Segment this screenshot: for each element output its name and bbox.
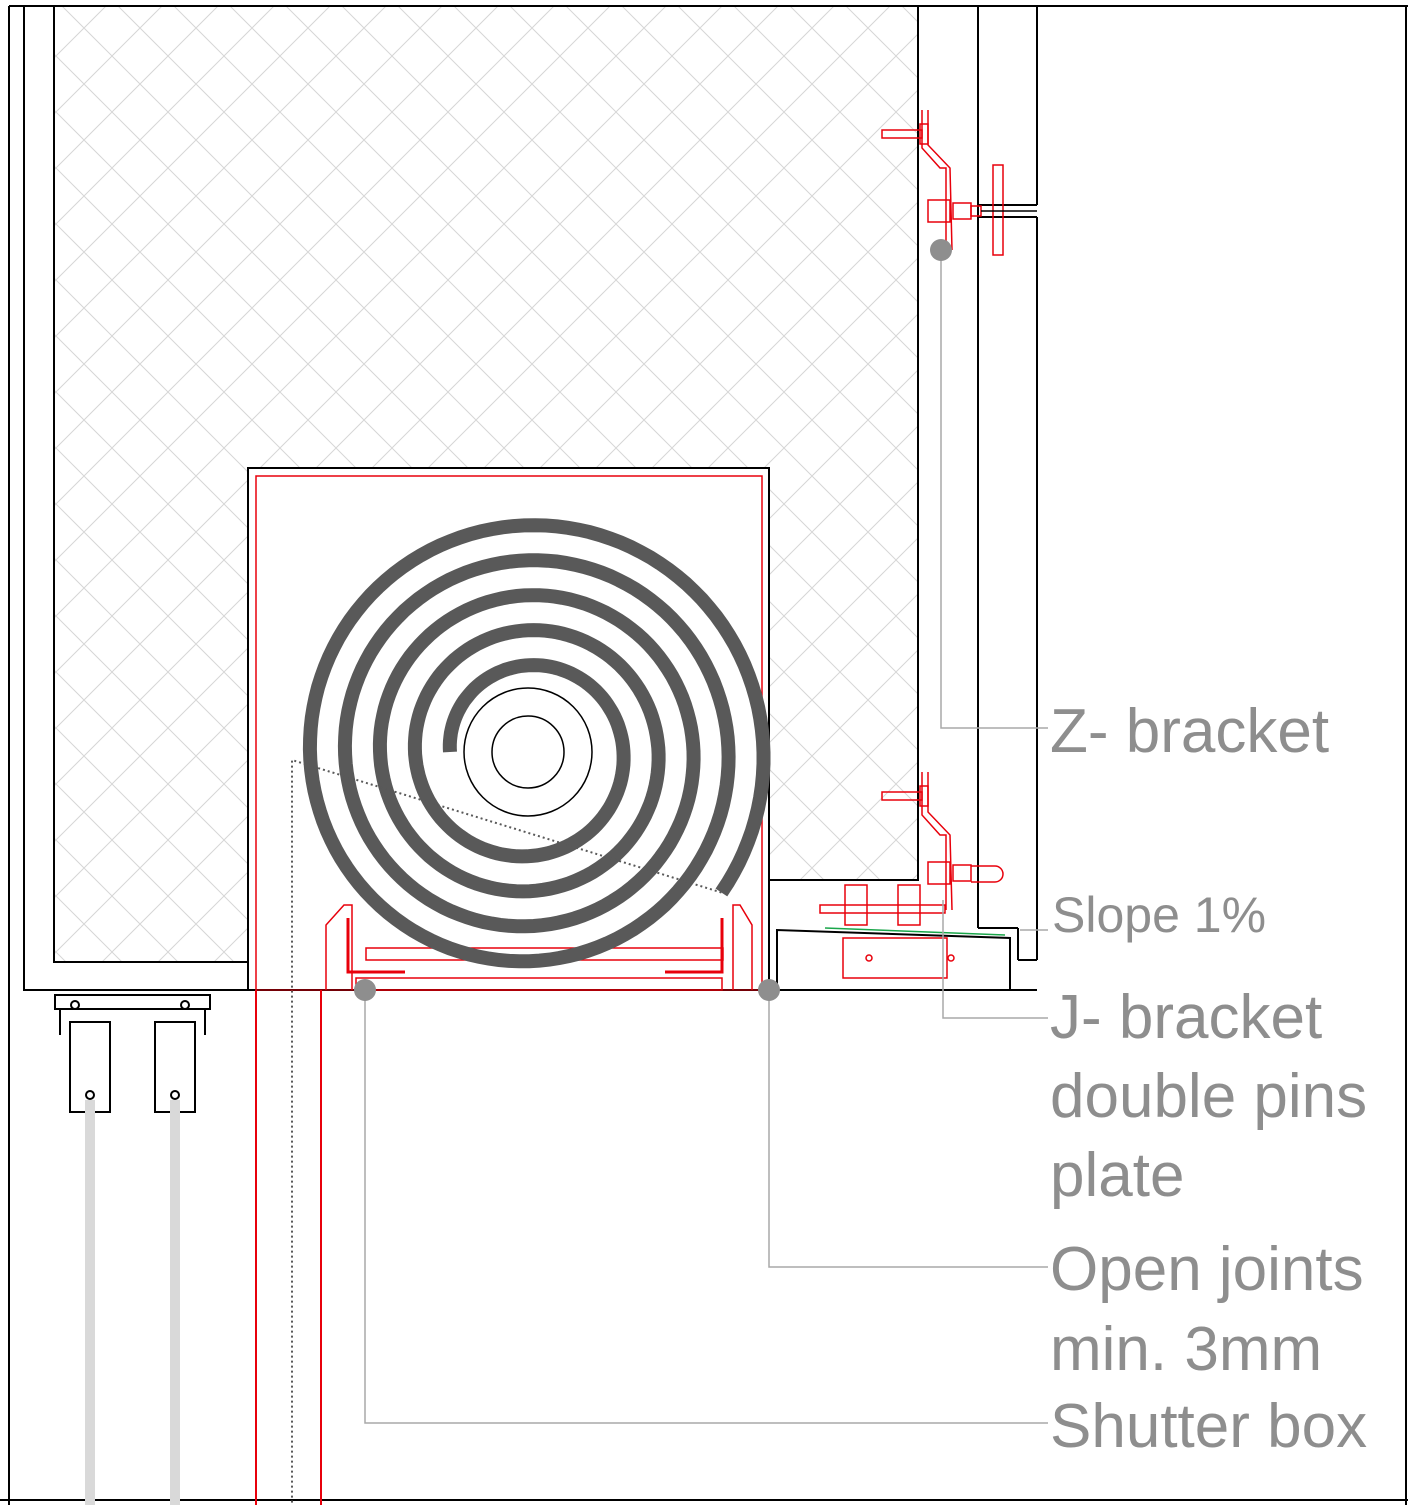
label-slope: Slope 1% [1052, 887, 1266, 943]
slope-mark [824, 927, 1006, 936]
label-z-bracket: Z- bracket [1050, 697, 1329, 766]
label-j-bracket-line1: J- bracket [1050, 983, 1322, 1052]
glazing-bars [85, 1100, 180, 1505]
shutter-coil [291, 518, 771, 1505]
bottom-plate [325, 904, 753, 991]
leader-dots [354, 239, 952, 1001]
cladding-panels [917, 6, 1038, 961]
window-profiles [54, 994, 211, 1113]
leader-lines [364, 250, 1048, 1424]
label-j-bracket-line3: plate [1050, 1141, 1184, 1210]
label-open-joints-line2: min. 3mm [1050, 1315, 1322, 1384]
z-bracket-upper [881, 110, 1037, 256]
lintel-profile [769, 928, 1037, 991]
z-bracket-lower [881, 772, 1004, 911]
insulation-block [53, 5, 919, 963]
label-open-joints-line1: Open joints [1050, 1235, 1364, 1304]
label-j-bracket-line2: double pins [1050, 1062, 1367, 1131]
j-bracket-plate [819, 884, 955, 979]
label-shutter-box: Shutter box [1050, 1392, 1367, 1461]
